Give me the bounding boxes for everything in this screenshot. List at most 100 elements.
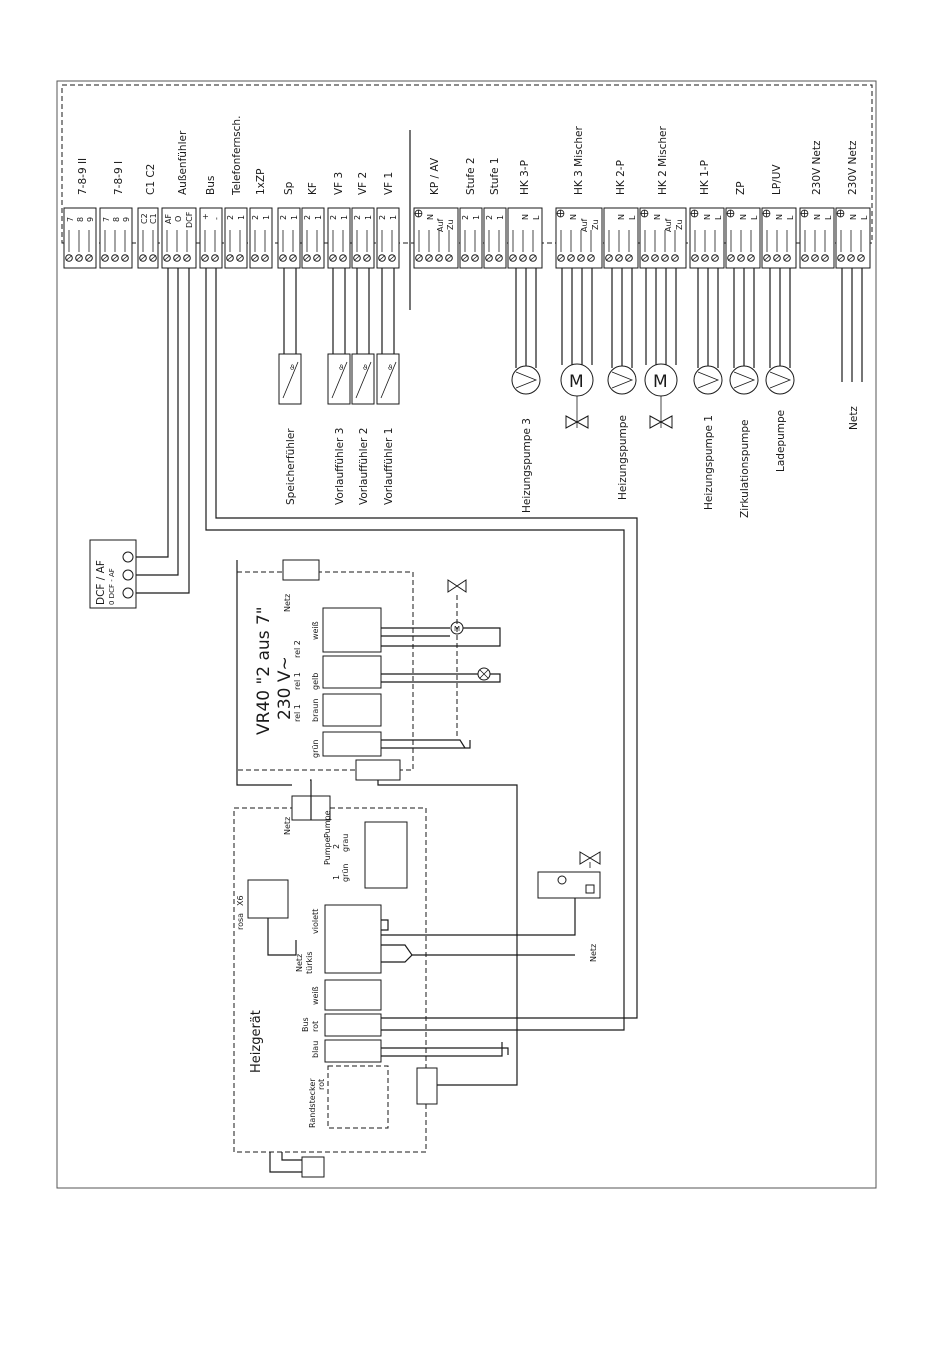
vorlauffuehler-2-symbol: ϑ bbox=[351, 353, 375, 405]
terminal-block-hk1p bbox=[689, 207, 725, 269]
svg-text:rel 1: rel 1 bbox=[293, 704, 302, 722]
vr40-voltage: 230 V~ bbox=[275, 656, 295, 720]
label-vorlauffuehler-2: Vorlauffühler 2 bbox=[358, 428, 370, 505]
svg-text:N: N bbox=[775, 214, 784, 220]
svg-text:L: L bbox=[750, 215, 759, 220]
vr40-braun-block bbox=[322, 693, 382, 727]
svg-text:Auf: Auf bbox=[436, 218, 445, 232]
svg-text:ϑ: ϑ bbox=[339, 364, 343, 372]
svg-text:ϑ: ϑ bbox=[388, 364, 392, 372]
vr40-netz-connector bbox=[282, 559, 320, 581]
vorlauffuehler-1-symbol: ϑ bbox=[376, 353, 400, 405]
svg-text:2: 2 bbox=[303, 215, 312, 220]
svg-text:8: 8 bbox=[112, 217, 121, 222]
terminal-block-vf3 bbox=[327, 207, 351, 269]
vr40-gruen-block bbox=[322, 731, 382, 757]
svg-text:Auf: Auf bbox=[664, 218, 673, 232]
heizgeraet-bus-block bbox=[324, 1013, 382, 1037]
svg-text:Netz: Netz bbox=[295, 954, 304, 972]
svg-text:N: N bbox=[569, 214, 578, 220]
svg-text:2: 2 bbox=[485, 215, 494, 220]
svg-text:9: 9 bbox=[86, 217, 95, 222]
speicherfuehler-symbol: ϑ bbox=[278, 353, 302, 405]
sensors: ϑ ϑ ϑ ϑ bbox=[278, 353, 400, 405]
ground-icon bbox=[640, 209, 649, 218]
svg-text:violett: violett bbox=[311, 909, 320, 934]
pumps: M M bbox=[511, 363, 795, 429]
svg-text:DCF: DCF bbox=[185, 211, 194, 228]
svg-text:L: L bbox=[860, 215, 869, 220]
svg-text:L: L bbox=[824, 215, 833, 220]
label-vf2: VF 2 bbox=[357, 172, 369, 195]
label-hk3-mischer: HK 3 Mischer bbox=[573, 126, 585, 195]
dcf-title: DCF / AF bbox=[95, 560, 107, 605]
label-speicherfuehler: Speicherfühler bbox=[285, 428, 297, 505]
pump-hk1-icon bbox=[693, 365, 723, 395]
motor-hk3-label: M bbox=[569, 372, 584, 392]
svg-text:Netz: Netz bbox=[283, 594, 292, 612]
terminal-block-kf bbox=[301, 207, 325, 269]
terminal-block-c1c2 bbox=[137, 207, 159, 269]
vr40-module: VR40 "2 aus 7" 230 V~ Netz rel 2 weiß re… bbox=[236, 559, 518, 1086]
svg-text:Auf: Auf bbox=[580, 218, 589, 232]
svg-text:Zu: Zu bbox=[446, 219, 455, 230]
label-netz-heizgeraet: Netz bbox=[589, 944, 598, 962]
svg-text:1: 1 bbox=[472, 215, 481, 220]
svg-text:gelb: gelb bbox=[311, 673, 320, 690]
svg-text:braun: braun bbox=[311, 699, 320, 722]
label-230v-netz-b: 230V Netz bbox=[847, 140, 859, 195]
svg-text:1: 1 bbox=[332, 875, 341, 880]
svg-text:X6: X6 bbox=[236, 895, 245, 906]
svg-text:N: N bbox=[849, 214, 858, 220]
svg-text:N: N bbox=[617, 214, 626, 220]
heizgeraet-blau-block bbox=[324, 1039, 382, 1063]
component-labels: Speicherfühler Vorlauffühler 3 Vorlauffü… bbox=[285, 406, 860, 518]
label-789-2: 7-8-9 II bbox=[77, 158, 89, 195]
label-heizungspumpe: Heizungspumpe bbox=[617, 415, 629, 500]
svg-text:9: 9 bbox=[122, 217, 131, 222]
dcf-af-box: DCF / AF 0 DCF - AF bbox=[89, 539, 137, 609]
dcf-sub: 0 DCF - AF bbox=[108, 568, 116, 605]
heizgeraet-weiss-block bbox=[324, 979, 382, 1011]
label-stufe2: Stufe 2 bbox=[465, 157, 477, 195]
svg-text:rot: rot bbox=[311, 1021, 320, 1032]
heizgeraet-title: Heizgerät bbox=[249, 1010, 264, 1073]
svg-text:weiß: weiß bbox=[311, 986, 320, 1005]
svg-text:ϑ: ϑ bbox=[363, 364, 367, 372]
pump-lade-icon bbox=[765, 365, 795, 395]
label-hk2-mischer: HK 2 Mischer bbox=[657, 126, 669, 195]
terminal-block-vf1 bbox=[376, 207, 400, 269]
label-zp: ZP bbox=[735, 181, 747, 195]
terminal-block-telefon bbox=[224, 207, 248, 269]
vr40-title: VR40 "2 aus 7" bbox=[254, 606, 274, 735]
label-vf1: VF 1 bbox=[383, 172, 395, 195]
label-stufe1: Stufe 1 bbox=[489, 157, 501, 195]
ground-icon bbox=[836, 209, 845, 218]
svg-text:N: N bbox=[739, 214, 748, 220]
svg-text:Pumpe: Pumpe bbox=[323, 837, 332, 865]
svg-text:ϑ: ϑ bbox=[290, 364, 294, 372]
svg-text:1: 1 bbox=[262, 215, 271, 220]
label-vorlauffuehler-3: Vorlauffühler 3 bbox=[334, 428, 346, 505]
label-telefon: Telefonfernsch. bbox=[231, 116, 243, 196]
svg-text:+: + bbox=[201, 213, 210, 220]
svg-text:8: 8 bbox=[76, 217, 85, 222]
svg-text:2: 2 bbox=[461, 215, 470, 220]
svg-text:7: 7 bbox=[102, 217, 111, 222]
label-bus: Bus bbox=[205, 176, 217, 195]
label-kpav: KP / AV bbox=[429, 157, 441, 195]
heizgeraet-netz-block bbox=[324, 904, 382, 974]
terminal-screws bbox=[65, 230, 865, 262]
top-wires bbox=[136, 268, 863, 1031]
svg-text:rosa: rosa bbox=[236, 913, 245, 930]
label-hk3p: HK 3-P bbox=[519, 160, 531, 195]
svg-text:AF: AF bbox=[164, 214, 173, 224]
terminal-block-hk3m bbox=[555, 207, 603, 269]
label-hk2p: HK 2-P bbox=[615, 160, 627, 195]
svg-text:blau: blau bbox=[311, 1041, 320, 1058]
svg-text:1: 1 bbox=[364, 215, 373, 220]
header-labels: 7-8-9 II 7-8-9 I C1 C2 Außenfühler Bus T… bbox=[77, 116, 859, 196]
label-heizungspumpe-3: Heizungspumpe 3 bbox=[521, 418, 533, 513]
terminal-block-stufe2 bbox=[459, 207, 483, 269]
